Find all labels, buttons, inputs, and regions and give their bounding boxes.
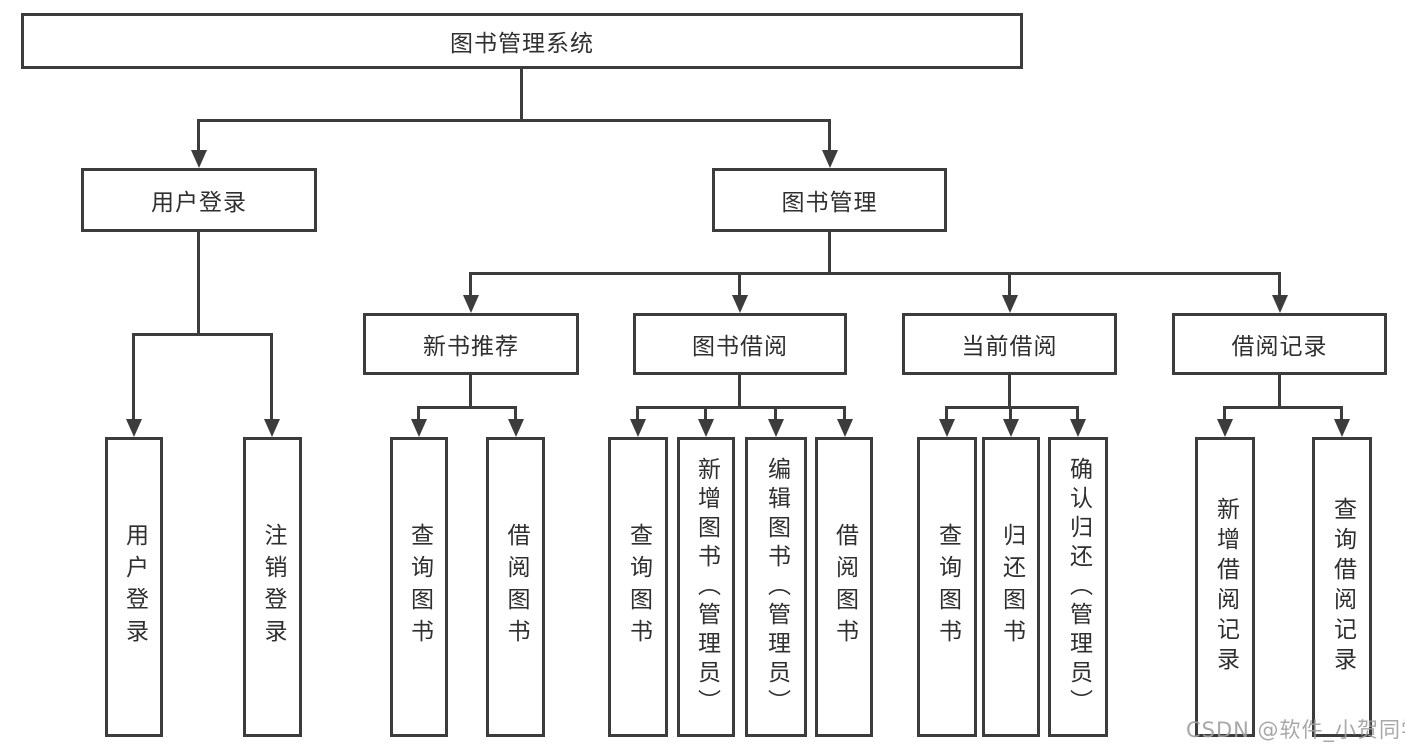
arrowhead — [126, 419, 142, 437]
connector — [1340, 406, 1343, 420]
connector — [197, 119, 831, 122]
connector — [417, 406, 517, 409]
connector — [1278, 272, 1281, 296]
node-label: 编辑图书（管理员） — [763, 456, 790, 718]
arrowhead — [264, 419, 280, 437]
connector — [514, 406, 517, 420]
arrowhead — [1002, 295, 1018, 313]
connector — [636, 406, 846, 409]
node-label: 新增图书（管理员） — [693, 456, 720, 718]
leaf-borrowing-edit-books-admin: 编辑图书（管理员） — [745, 437, 807, 737]
connector — [1008, 272, 1011, 296]
arrowhead — [411, 419, 427, 437]
connector — [945, 406, 1079, 409]
node-current-borrowing: 当前借阅 — [902, 313, 1117, 375]
connector — [738, 375, 741, 409]
node-label: 用户登录 — [121, 523, 148, 651]
node-label: 图书借阅 — [692, 334, 788, 360]
leaf-current-query-books: 查询图书 — [917, 437, 977, 737]
connector — [1008, 375, 1011, 409]
connector — [738, 272, 741, 296]
node-label: 借阅图书 — [503, 523, 529, 651]
node-label: 归还图书 — [998, 523, 1025, 651]
arrowhead — [822, 150, 838, 168]
connector — [469, 272, 472, 296]
arrowhead — [463, 295, 479, 313]
node-label: 借阅记录 — [1231, 334, 1328, 360]
leaf-records-add-borrow-record: 新增借阅记录 — [1195, 437, 1255, 737]
leaf-records-query-borrow-record: 查询借阅记录 — [1312, 437, 1372, 737]
connector — [132, 333, 135, 421]
connector — [636, 406, 639, 420]
connector — [1076, 406, 1079, 420]
arrowhead — [837, 419, 853, 437]
leaf-current-return-books: 归还图书 — [982, 437, 1040, 737]
node-label: 借阅图书 — [831, 523, 858, 651]
node-label: 查询图书 — [934, 523, 961, 651]
arrowhead — [508, 419, 524, 437]
arrowhead — [768, 419, 784, 437]
connector — [197, 119, 200, 152]
node-book-management: 图书管理 — [712, 168, 947, 232]
node-label: 图书管理系统 — [450, 31, 594, 57]
node-label: 确认归还（管理员） — [1065, 456, 1092, 718]
arrowhead — [1217, 419, 1233, 437]
arrowhead — [939, 419, 955, 437]
connector — [520, 69, 523, 121]
node-label: 新书推荐 — [423, 334, 519, 360]
connector — [417, 406, 420, 420]
connector — [469, 375, 472, 409]
node-borrow-records: 借阅记录 — [1172, 313, 1387, 375]
connector — [1223, 406, 1226, 420]
node-label: 用户登录 — [151, 190, 247, 216]
connector — [704, 406, 707, 420]
connector — [774, 406, 777, 420]
node-label: 新增借阅记录 — [1212, 497, 1239, 677]
leaf-newbook-query-books: 查询图书 — [390, 437, 448, 737]
node-label: 查询借阅记录 — [1329, 497, 1356, 677]
connector — [270, 333, 273, 421]
connector — [945, 406, 948, 420]
connector — [469, 272, 1281, 275]
arrowhead — [732, 295, 748, 313]
node-label: 查询图书 — [406, 523, 433, 651]
leaf-logout: 注销登录 — [243, 437, 302, 737]
node-label: 查询图书 — [625, 523, 652, 651]
arrowhead — [698, 419, 714, 437]
leaf-user-login: 用户登录 — [105, 437, 163, 737]
arrowhead — [1070, 419, 1086, 437]
leaf-borrowing-query-books: 查询图书 — [608, 437, 668, 737]
connector — [132, 333, 273, 336]
arrowhead — [1003, 419, 1019, 437]
node-label: 注销登录 — [260, 523, 286, 651]
connector — [1278, 375, 1281, 409]
node-root-library-management-system: 图书管理系统 — [21, 13, 1023, 69]
node-book-borrowing: 图书借阅 — [633, 313, 847, 375]
connector — [197, 232, 200, 336]
arrowhead — [1334, 419, 1350, 437]
arrowhead — [191, 150, 207, 168]
csdn-watermark: CSDN @软件_小贺同学 — [1186, 718, 1405, 742]
leaf-borrowing-add-books-admin: 新增图书（管理员） — [677, 437, 735, 737]
arrowhead — [1272, 295, 1288, 313]
connector — [1009, 406, 1012, 420]
connector — [1223, 406, 1343, 409]
leaf-current-confirm-return-admin: 确认归还（管理员） — [1048, 437, 1108, 737]
node-label: 图书管理 — [781, 190, 878, 216]
node-new-book-recommend: 新书推荐 — [363, 313, 579, 375]
node-label: 当前借阅 — [961, 334, 1058, 360]
connector — [843, 406, 846, 420]
leaf-borrowing-borrow-books: 借阅图书 — [815, 437, 873, 737]
node-user-login: 用户登录 — [81, 168, 317, 232]
connector — [828, 119, 831, 152]
connector — [828, 232, 831, 275]
arrowhead — [630, 419, 646, 437]
leaf-newbook-borrow-books: 借阅图书 — [486, 437, 545, 737]
